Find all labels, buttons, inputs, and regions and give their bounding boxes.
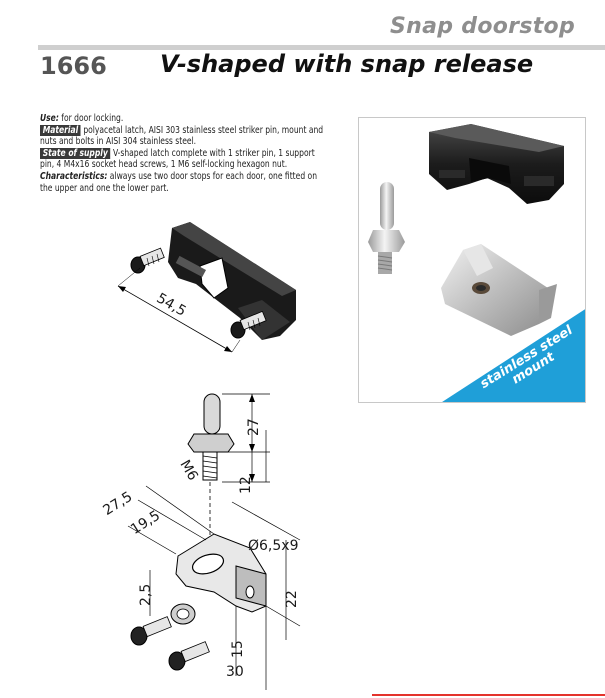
mount-drawing: 27 12 M6 27,5 19,5 Ø6,5x9 2,5 22 15 30 [100, 393, 301, 690]
dim-pin-thread: 12 [238, 476, 254, 494]
material-label: Material [40, 124, 81, 136]
steel-mount-photo [441, 244, 557, 336]
product-photo: stainless steel mount [358, 117, 586, 403]
supply-label: State of supply [40, 147, 111, 159]
section-title: Snap doorstop [390, 14, 575, 39]
dim-thickness: 2,5 [138, 584, 154, 606]
supply-text: V-shaped latch complete with 1 striker p… [40, 147, 315, 171]
dim-slot: Ø6,5x9 [248, 538, 298, 554]
characteristics-text: always use two door stops for each door,… [40, 170, 318, 194]
product-description: Use: for door locking. Material polyacet… [40, 113, 326, 194]
latch-photo [429, 124, 564, 204]
latch-drawing: 54,5 [117, 222, 296, 353]
dim-thread-size: M6 [176, 457, 200, 483]
material-text: polyacetal latch, AISI 303 stainless ste… [40, 124, 324, 148]
use-paragraph: Use: for door locking. [40, 113, 326, 125]
latch-screw-2 [230, 310, 267, 339]
use-text: for door locking. [58, 113, 124, 124]
header-divider [38, 45, 605, 50]
product-title: V-shaped with snap release [160, 50, 534, 78]
dim-height: 22 [284, 590, 300, 608]
striker-pin-photo [368, 182, 405, 274]
mount-screw-2 [168, 641, 210, 671]
characteristics-label: Characteristics: [40, 170, 108, 182]
dim-inner-width: 19,5 [128, 508, 163, 538]
supply-paragraph: State of supply V-shaped latch complete … [40, 147, 326, 171]
material-paragraph: Material polyacetal latch, AISI 303 stai… [40, 124, 326, 148]
latch-screw-1 [130, 247, 165, 274]
dim-latch-width: 54,5 [154, 290, 189, 319]
mount-screw-1 [130, 616, 172, 646]
product-code: 1666 [40, 52, 107, 80]
characteristics-paragraph: Characteristics: always use two door sto… [40, 171, 326, 194]
product-photo-image [368, 124, 585, 402]
footer-accent-line [372, 694, 605, 696]
dim-outer-width: 27,5 [100, 489, 135, 519]
dim-pin-total: 27 [246, 418, 262, 436]
dim-depth: 30 [226, 664, 244, 680]
dim-hole-offset: 15 [230, 640, 246, 658]
use-label: Use: [40, 113, 59, 124]
